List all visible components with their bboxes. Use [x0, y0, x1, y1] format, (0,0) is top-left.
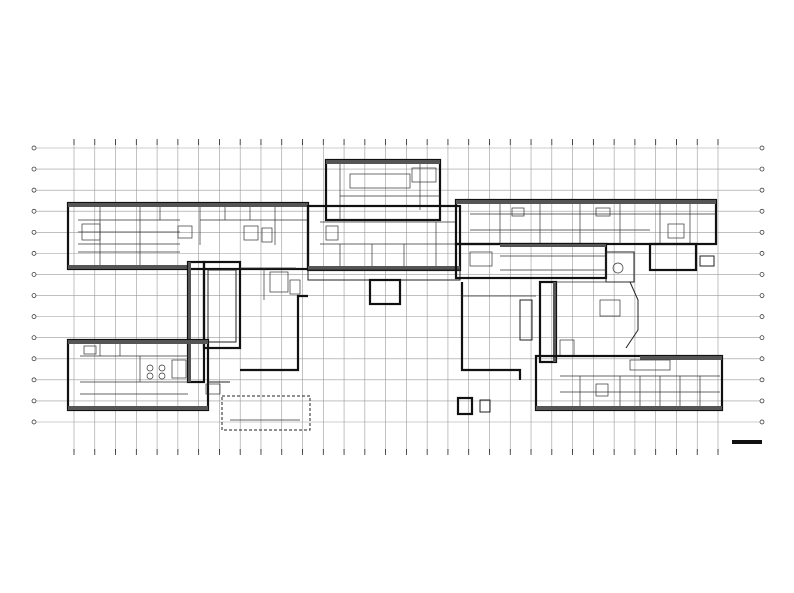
grid-axis-bubble: [759, 166, 765, 172]
grid-axis-bubble: [759, 356, 765, 362]
grid-axis-bubble: [31, 377, 37, 383]
grid-axis-bubble: [759, 145, 765, 151]
grid-axis-bubble: [31, 356, 37, 362]
grid-axis-bubble: [759, 377, 765, 383]
grid-axis-bubble: [31, 398, 37, 404]
east-kiosk: [456, 396, 474, 416]
stair-core: [81, 223, 101, 241]
west-upper-wall-hatch-bottom: [68, 265, 188, 269]
grid-axis-bubble: [759, 398, 765, 404]
west-wing: [66, 201, 311, 431]
grid-axis-bubble: [31, 293, 37, 298]
grid-axis-bubble: [759, 314, 765, 319]
east-wing: [454, 198, 724, 416]
grid-axis-bubble: [759, 229, 765, 235]
central-link-block: [306, 204, 462, 272]
east-upper-bar-outline: [454, 198, 718, 246]
west-courtyard-hall: [202, 260, 242, 350]
grid-axis-bubble: [759, 251, 765, 256]
west-upper-wall-hatch: [68, 203, 308, 207]
grid-axis-bubble: [31, 251, 37, 256]
grid-axis-bubble: [31, 272, 37, 277]
grid-axis-bubble: [31, 166, 37, 172]
east-curved-wall: [625, 281, 639, 349]
grid-axis-bubbles: [31, 139, 765, 455]
grid-axis-bubble: [759, 293, 765, 298]
grid-axis-bubble: [31, 314, 37, 319]
grid-axis-bubble: [31, 229, 37, 235]
west-inner-edge: [240, 294, 308, 372]
scale-bar: [732, 440, 762, 444]
east-stair-tower: [648, 242, 698, 272]
grid-axis-bubble: [759, 419, 765, 425]
horizontal-grid-lines: [34, 147, 762, 423]
grid-axis-bubble: [759, 187, 765, 193]
grid-axis-bubble: [759, 272, 765, 277]
east-courtyard-west-edge: [460, 282, 522, 380]
west-entrance-canopy: [221, 395, 311, 431]
vertical-grid-lines: [73, 142, 719, 452]
grid-axis-bubble: [31, 187, 37, 193]
central-corridor: [307, 269, 461, 281]
grid-axis-bubble: [759, 335, 765, 341]
grid-axis-bubble: [31, 335, 37, 341]
central-porch: [368, 278, 402, 306]
grid-axis-bubble: [31, 419, 37, 425]
grid-axis-bubble: [759, 208, 765, 214]
grid-axis-bubble: [31, 208, 37, 214]
east-lower-bar-outline: [534, 354, 724, 412]
central-block: [306, 158, 462, 306]
grid-axis-bubble: [31, 145, 37, 151]
